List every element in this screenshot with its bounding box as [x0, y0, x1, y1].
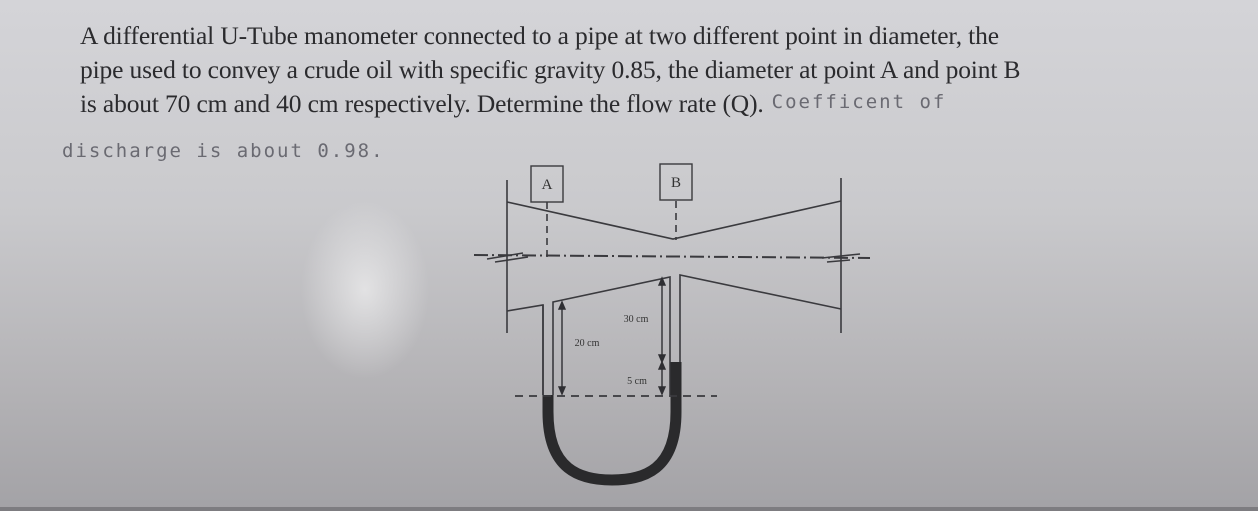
upper-pipe-wall	[506, 200, 842, 240]
break-symbol-left	[486, 252, 529, 263]
page-bottom-edge	[0, 507, 1258, 511]
manometer-fluid	[542, 362, 682, 486]
problem-line-1: A differential U-Tube manometer connecte…	[80, 21, 999, 50]
handwritten-note-part2: discharge is about 0.98.	[62, 140, 385, 162]
break-symbol-right	[821, 253, 861, 263]
problem-statement: A differential U-Tube manometer connecte…	[80, 19, 1250, 123]
label-b-box: B	[659, 163, 693, 201]
lower-wall-diverging	[679, 274, 842, 395]
pipe-centerline	[473, 254, 871, 259]
problem-line-2: pipe used to convey a crude oil with spe…	[80, 55, 1021, 84]
dimension-30cm-label: 30 cm	[624, 314, 649, 325]
dimension-5cm	[657, 360, 667, 396]
svg-text:B: B	[671, 175, 681, 191]
problem-line-3: is about 70 cm and 40 cm respectively. D…	[80, 87, 1250, 123]
dimension-5cm-label: 5 cm	[627, 376, 647, 387]
dimension-20cm	[557, 300, 567, 396]
problem-line-3-text: is about 70 cm and 40 cm respectively. D…	[80, 89, 764, 118]
dimension-20cm-label: 20 cm	[575, 338, 600, 349]
lower-wall-left-inlet	[506, 304, 544, 395]
label-a-box: A	[530, 165, 564, 203]
dimension-30cm	[657, 276, 667, 364]
handwritten-note-part1: Coefficent of	[771, 91, 947, 113]
svg-text:A: A	[542, 177, 553, 193]
lower-wall-converging	[552, 276, 671, 395]
